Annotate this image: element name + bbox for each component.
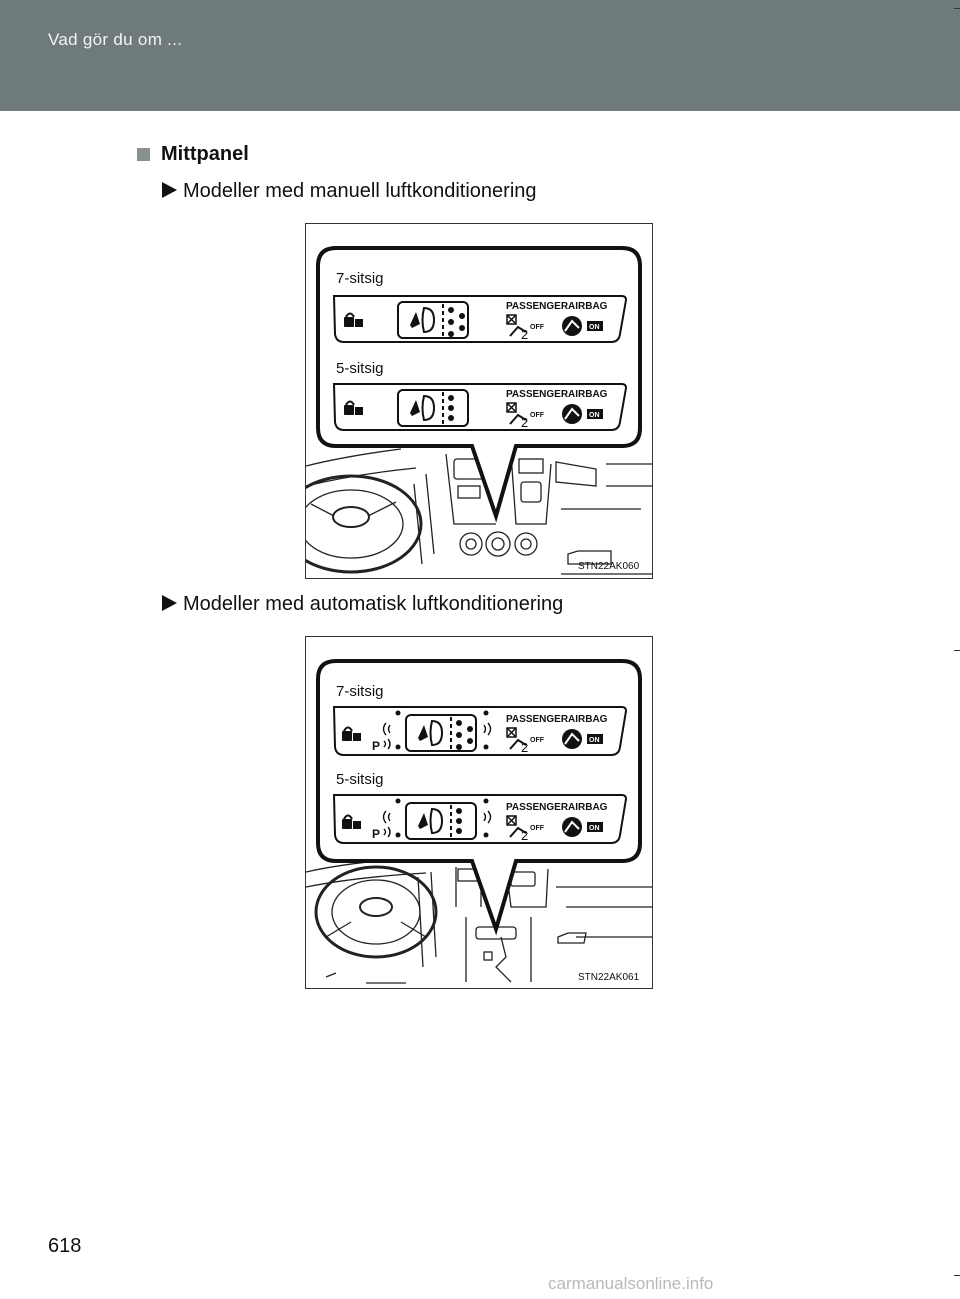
passenger-label: PASSENGER bbox=[506, 301, 569, 312]
passenger-label: PASSENGER bbox=[506, 802, 569, 813]
seat-heater-switch-icon bbox=[397, 301, 469, 339]
airbag-label: AIRBAG bbox=[568, 714, 608, 725]
crop-mark bbox=[954, 1275, 960, 1276]
sensor-wave-icon bbox=[483, 798, 492, 838]
switch-panel-7-seat: P PASSENGER AIRBAG bbox=[332, 706, 628, 756]
airbag-off-icon: 2 OFF bbox=[506, 727, 545, 755]
parking-sensor-icon: P bbox=[372, 798, 401, 841]
lock-icon bbox=[342, 726, 361, 741]
svg-text:2: 2 bbox=[521, 327, 528, 342]
figure-code: STN22AK061 bbox=[578, 972, 640, 983]
subheading-automatic: Modeller med automatisk luftkonditioneri… bbox=[162, 593, 563, 616]
svg-text:2: 2 bbox=[521, 828, 528, 843]
airbag-on-icon: ON bbox=[562, 404, 603, 424]
airbag-on-icon: ON bbox=[562, 817, 603, 837]
lock-icon bbox=[342, 814, 361, 829]
figure-code: STN22AK060 bbox=[578, 561, 640, 572]
airbag-on-icon: ON bbox=[562, 729, 603, 749]
figure-automatic-illustration: 7-sitsig 5-sitsig P bbox=[306, 659, 652, 984]
crop-mark bbox=[954, 650, 960, 651]
svg-text:OFF: OFF bbox=[530, 737, 545, 744]
switch-panel-5-seat: PASSENGER AIRBAG 2 OFF ON bbox=[332, 383, 628, 431]
arrow-right-icon bbox=[162, 182, 177, 198]
svg-text:ON: ON bbox=[589, 324, 600, 331]
lock-icon bbox=[344, 400, 363, 415]
svg-text:ON: ON bbox=[589, 737, 600, 744]
arrow-right-icon bbox=[162, 595, 177, 611]
crop-mark bbox=[954, 8, 960, 9]
figure-manual-illustration: 7-sitsig 5-sitsig PASSENGER AIRBAG bbox=[306, 246, 652, 575]
sensor-wave-icon bbox=[483, 710, 492, 750]
seat-heater-switch-icon bbox=[397, 389, 469, 427]
airbag-label: AIRBAG bbox=[568, 301, 608, 312]
switch-panel-5-seat: P PASSENGER AIRBAG bbox=[332, 794, 628, 844]
section-title: Mittpanel bbox=[161, 143, 249, 165]
svg-text:2: 2 bbox=[521, 415, 528, 430]
subheading-manual: Modeller med manuell luftkonditionering bbox=[162, 180, 537, 203]
switch-panel-7-seat: PASSENGER AIRBAG 2 OFF ON bbox=[332, 295, 628, 343]
svg-text:P: P bbox=[372, 827, 380, 841]
airbag-off-icon: 2 OFF bbox=[506, 402, 545, 430]
airbag-label: AIRBAG bbox=[568, 389, 608, 400]
svg-text:OFF: OFF bbox=[530, 324, 545, 331]
lock-icon bbox=[344, 312, 363, 327]
subheading-automatic-text: Modeller med automatisk luftkonditioneri… bbox=[183, 593, 564, 615]
label-5-seat: 5-sitsig bbox=[336, 771, 384, 788]
airbag-off-icon: 2 OFF bbox=[506, 314, 545, 342]
watermark: carmanualsonline.info bbox=[548, 1274, 714, 1293]
parking-sensor-icon: P bbox=[372, 710, 401, 753]
svg-text:ON: ON bbox=[589, 825, 600, 832]
svg-text:OFF: OFF bbox=[530, 412, 545, 419]
svg-text:ON: ON bbox=[589, 412, 600, 419]
airbag-label: AIRBAG bbox=[568, 802, 608, 813]
airbag-off-icon: 2 OFF bbox=[506, 815, 545, 843]
subheading-manual-text: Modeller med manuell luftkonditionering bbox=[183, 180, 537, 202]
svg-text:OFF: OFF bbox=[530, 825, 545, 832]
figure-automatic-ac: 7-sitsig 5-sitsig P bbox=[305, 636, 653, 989]
figure-manual-ac: 7-sitsig 5-sitsig PASSENGER AIRBAG bbox=[305, 223, 653, 579]
page-number: 618 bbox=[48, 1235, 82, 1257]
label-7-seat: 7-sitsig bbox=[336, 683, 384, 700]
section-bullet bbox=[137, 148, 150, 161]
seat-heater-switch-icon bbox=[405, 714, 477, 752]
dashboard-lineart bbox=[306, 448, 652, 575]
svg-text:P: P bbox=[372, 739, 380, 753]
seat-heater-switch-icon bbox=[405, 802, 477, 840]
passenger-label: PASSENGER bbox=[506, 714, 569, 725]
label-5-seat: 5-sitsig bbox=[336, 360, 384, 377]
header-title: Vad gör du om ... bbox=[48, 30, 183, 49]
label-7-seat: 7-sitsig bbox=[336, 270, 384, 287]
svg-text:2: 2 bbox=[521, 740, 528, 755]
page-header: Vad gör du om ... bbox=[0, 0, 960, 111]
airbag-on-icon: ON bbox=[562, 316, 603, 336]
passenger-label: PASSENGER bbox=[506, 389, 569, 400]
